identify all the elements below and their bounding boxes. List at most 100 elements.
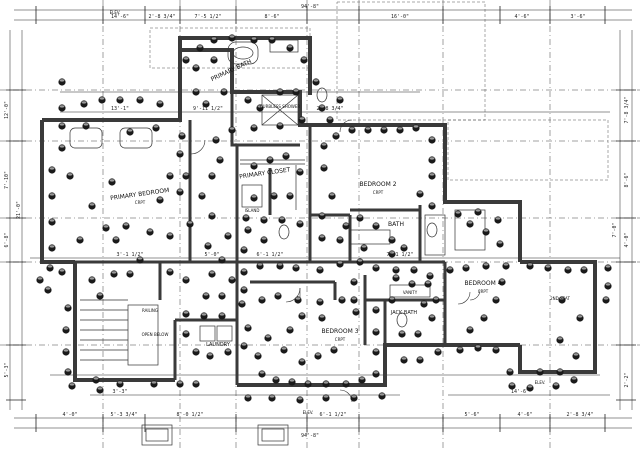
keynote-marker-highlight [259, 371, 265, 374]
keynote-marker-highlight [199, 193, 205, 196]
keynote-marker-highlight [157, 101, 163, 104]
keynote-marker-highlight [183, 173, 189, 176]
keynote-marker-highlight [409, 281, 415, 284]
keynote-marker-highlight [379, 393, 385, 396]
keynote-marker-highlight [219, 293, 225, 296]
keynote-marker-highlight [527, 385, 533, 388]
room-label-laundry: LAUNDRY [206, 342, 231, 348]
keynote-marker-highlight [373, 371, 379, 374]
keynote-marker-highlight [365, 127, 371, 130]
keynote-marker-highlight [219, 313, 225, 316]
keynote-marker-highlight [337, 261, 343, 264]
keynote-marker-highlight [463, 265, 469, 268]
keynote-marker-highlight [127, 129, 133, 132]
keynote-marker-highlight [117, 381, 123, 384]
keynote-marker-highlight [299, 313, 305, 316]
keynote-marker-highlight [315, 353, 321, 356]
keynote-marker-highlight [251, 195, 257, 198]
keynote-marker-highlight [557, 369, 563, 372]
keynote-marker-highlight [427, 273, 433, 276]
keynote-marker-highlight [245, 325, 251, 328]
keynote-marker-highlight [319, 315, 325, 318]
keynote-marker-highlight [49, 167, 55, 170]
keynote-marker-highlight [245, 97, 251, 100]
keynote-marker-highlight [207, 353, 213, 356]
keynote-marker-highlight [273, 377, 279, 380]
keynote-marker-highlight [475, 345, 481, 348]
keynote-marker-highlight [123, 223, 129, 226]
keynote-marker-highlight [225, 349, 231, 352]
dim-mid-e: 7'-1 1/2" [386, 252, 413, 258]
overhead-outlines [149, 1, 609, 181]
keynote-marker-highlight [251, 125, 257, 128]
keynote-marker-highlight [425, 281, 431, 284]
keynote-marker-highlight [411, 267, 417, 270]
dim-bot-c: 8'-0 1/2" [176, 412, 203, 418]
keynote-marker-highlight [389, 237, 395, 240]
keynote-marker-highlight [63, 327, 69, 330]
keynote-marker-highlight [97, 293, 103, 296]
keynote-marker-highlight [259, 297, 265, 300]
keynote-marker-highlight [269, 395, 275, 398]
keynote-marker-highlight [393, 267, 399, 270]
keynote-marker-highlight [297, 169, 303, 172]
keynote-marker-highlight [455, 211, 461, 214]
keynote-marker-highlight [321, 143, 327, 146]
keynote-marker-highlight [59, 269, 65, 272]
dimension-labels: 94'-8" 2'-8 3/4" 14'-6" 7'-5 1/2" 8'-6" … [4, 4, 630, 439]
keynote-marker-highlight [527, 263, 533, 266]
keynote-marker-highlight [193, 65, 199, 68]
keynote-marker-highlight [151, 381, 157, 384]
dim-mid-g: 5'-0" [204, 252, 219, 258]
keynote-marker-highlight [183, 57, 189, 60]
keynote-marker-highlight [429, 137, 435, 140]
keynote-marker-highlight [63, 349, 69, 352]
keynote-marker-highlight [45, 287, 51, 290]
keynote-marker-highlight [65, 369, 71, 372]
keynote-marker-highlight [305, 381, 311, 384]
keynote-marker-highlight [351, 297, 357, 300]
note-carpet-primary: CRPT [135, 200, 146, 205]
keynote-marker-highlight [343, 381, 349, 384]
keynote-marker-highlight [205, 243, 211, 246]
keynote-marker-highlight [211, 57, 217, 60]
dim-top-f: 4'-6" [514, 14, 529, 20]
keynote-marker-highlight [373, 223, 379, 226]
keynote-marker-highlight [251, 37, 257, 40]
keynote-marker-highlight [69, 383, 75, 386]
dim-top-c: 7'-5 1/2" [194, 14, 221, 20]
dim-mid-i: 14'-6" [511, 389, 529, 395]
keynote-marker-highlight [201, 313, 207, 316]
keynote-marker-highlight [293, 265, 299, 268]
keynote-marker-highlight [493, 347, 499, 350]
keynote-marker-highlight [343, 223, 349, 226]
keynote-marker-highlight [47, 265, 53, 268]
dim-right-d: 7'-0" [612, 222, 618, 237]
keynote-marker-highlight [381, 127, 387, 130]
keynote-marker-highlight [281, 347, 287, 350]
keynote-marker-highlight [241, 247, 247, 250]
keynote-marker-highlight [397, 127, 403, 130]
keynote-marker-highlight [147, 229, 153, 232]
keynote-marker-highlight [261, 217, 267, 220]
keynote-marker-highlight [299, 117, 305, 120]
keynote-marker-highlight [319, 213, 325, 216]
keynote-marker-highlight [261, 237, 267, 240]
keynote-marker-highlight [297, 221, 303, 224]
keynote-marker-highlight [429, 157, 435, 160]
dim-left-b: 7'-10" [4, 171, 10, 189]
dim-left-e: 5'-3" [4, 362, 10, 377]
dim-top-b: 14'-6" [111, 14, 129, 20]
keynote-marker-highlight [389, 251, 395, 254]
keynote-marker-highlight [279, 217, 285, 220]
keynote-marker-highlight [373, 265, 379, 268]
keynote-marker-highlight [323, 395, 329, 398]
keynote-marker-highlight [421, 301, 427, 304]
dim-bot-overall: 94'-8" [301, 433, 319, 439]
note-carpet-bed3: CRPT [335, 337, 346, 342]
keynote-marker-highlight [59, 79, 65, 82]
keynote-marker-highlight [413, 125, 419, 128]
dim-right-a: 7'-8 3/4" [624, 96, 630, 123]
